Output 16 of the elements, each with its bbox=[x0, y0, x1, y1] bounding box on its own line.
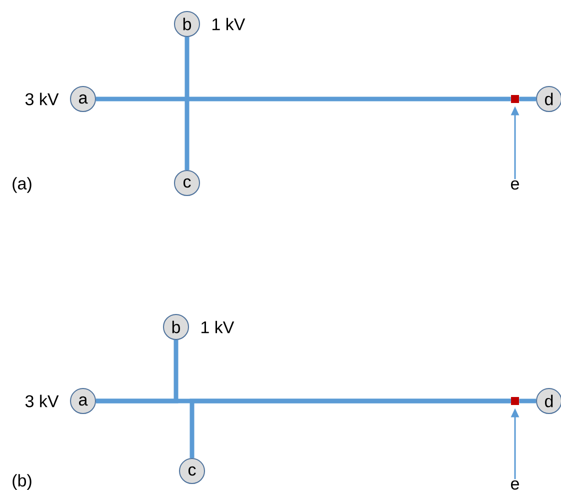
point-label: e bbox=[511, 480, 519, 490]
wire-line bbox=[184, 37, 190, 170]
voltage-label: 1 kV bbox=[202, 320, 234, 334]
wire-line bbox=[519, 398, 536, 404]
voltage-label: 3 kV bbox=[25, 394, 59, 408]
wire-line bbox=[190, 398, 511, 458]
voltage-label: 1 kV bbox=[212, 18, 246, 30]
fault-marker bbox=[511, 397, 519, 405]
wire-line bbox=[96, 340, 178, 404]
voltage-label: 3 kV bbox=[25, 92, 59, 106]
panel-label: (b) bbox=[12, 474, 32, 490]
fault-marker bbox=[511, 95, 519, 103]
wire-line bbox=[96, 96, 511, 102]
wire-line bbox=[519, 96, 536, 102]
point-label: e bbox=[511, 180, 519, 190]
panel-label: (a) bbox=[12, 177, 32, 193]
